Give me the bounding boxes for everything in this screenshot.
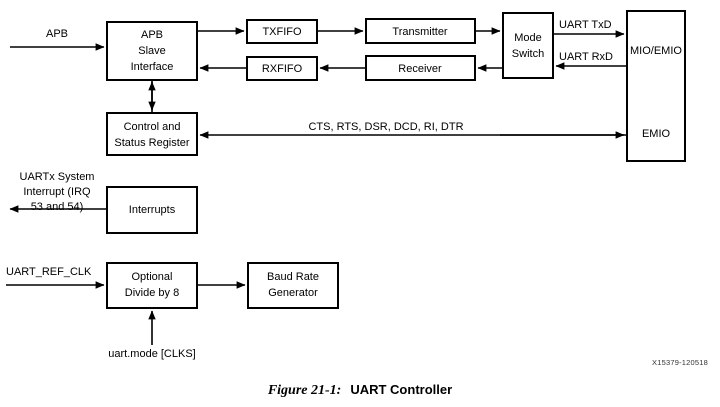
signal-label-modem-signals: CTS, RTS, DSR, DCD, RI, DTR [308, 121, 463, 133]
receiver-label: Receiver [398, 63, 442, 75]
transmitter-label: Transmitter [392, 26, 448, 38]
baudgen-line-2: Generator [268, 287, 318, 299]
signal-label-uart-ref-clk: UART_REF_CLK [6, 266, 92, 278]
txfifo-label: TXFIFO [262, 26, 302, 38]
block-control-status-register: Control and Status Register [106, 112, 198, 156]
apb-slave-line-1: APB [141, 29, 163, 41]
mode-switch-line-2: Switch [512, 48, 544, 60]
mio-emio-label: MIO/EMIO [630, 45, 682, 57]
block-transmitter: Transmitter [365, 18, 476, 44]
apb-slave-line-2: Slave [138, 45, 166, 57]
figure-caption: Figure 21-1: UART Controller [0, 382, 720, 399]
signal-label-apb: APB [46, 28, 68, 40]
interrupts-label: Interrupts [129, 204, 176, 216]
rxfifo-label: RXFIFO [262, 63, 303, 75]
signal-label-interrupt-line-3: 53 and 54) [31, 201, 84, 213]
csr-line-2: Status Register [114, 137, 190, 149]
block-mode-switch: Mode Switch [502, 12, 554, 79]
baudgen-line-1: Baud Rate [267, 271, 319, 283]
divider-line-1: Optional [132, 271, 173, 283]
signal-label-uart-txd: UART TxD [559, 19, 612, 31]
block-baud-rate-generator: Baud Rate Generator [247, 262, 339, 309]
signal-label-uart-rxd: UART RxD [559, 51, 613, 63]
block-mio-emio: MIO/EMIO EMIO [626, 10, 686, 162]
mode-switch-line-1: Mode [514, 32, 542, 44]
block-txfifo: TXFIFO [246, 19, 318, 44]
block-receiver: Receiver [365, 55, 476, 81]
figure-title: UART Controller [350, 382, 453, 397]
apb-slave-line-3: Interface [131, 61, 174, 73]
block-interrupts: Interrupts [106, 186, 198, 234]
divider-line-2: Divide by 8 [125, 287, 179, 299]
block-optional-divide-by-8: Optional Divide by 8 [106, 262, 198, 309]
block-apb-slave-interface: APB Slave Interface [106, 21, 198, 81]
csr-line-1: Control and [124, 121, 181, 133]
signal-label-interrupt-line-2: Interrupt (IRQ [23, 186, 91, 198]
signal-label-interrupt-line-1: UARTx System [20, 171, 95, 183]
block-rxfifo: RXFIFO [246, 56, 318, 81]
emio-label: EMIO [642, 128, 671, 140]
signal-label-uart-mode-clks: uart.mode [CLKS] [108, 348, 195, 360]
figure-doc-id: X15379-120518 [652, 358, 708, 367]
figure-number: Figure 21-1: [267, 383, 342, 398]
